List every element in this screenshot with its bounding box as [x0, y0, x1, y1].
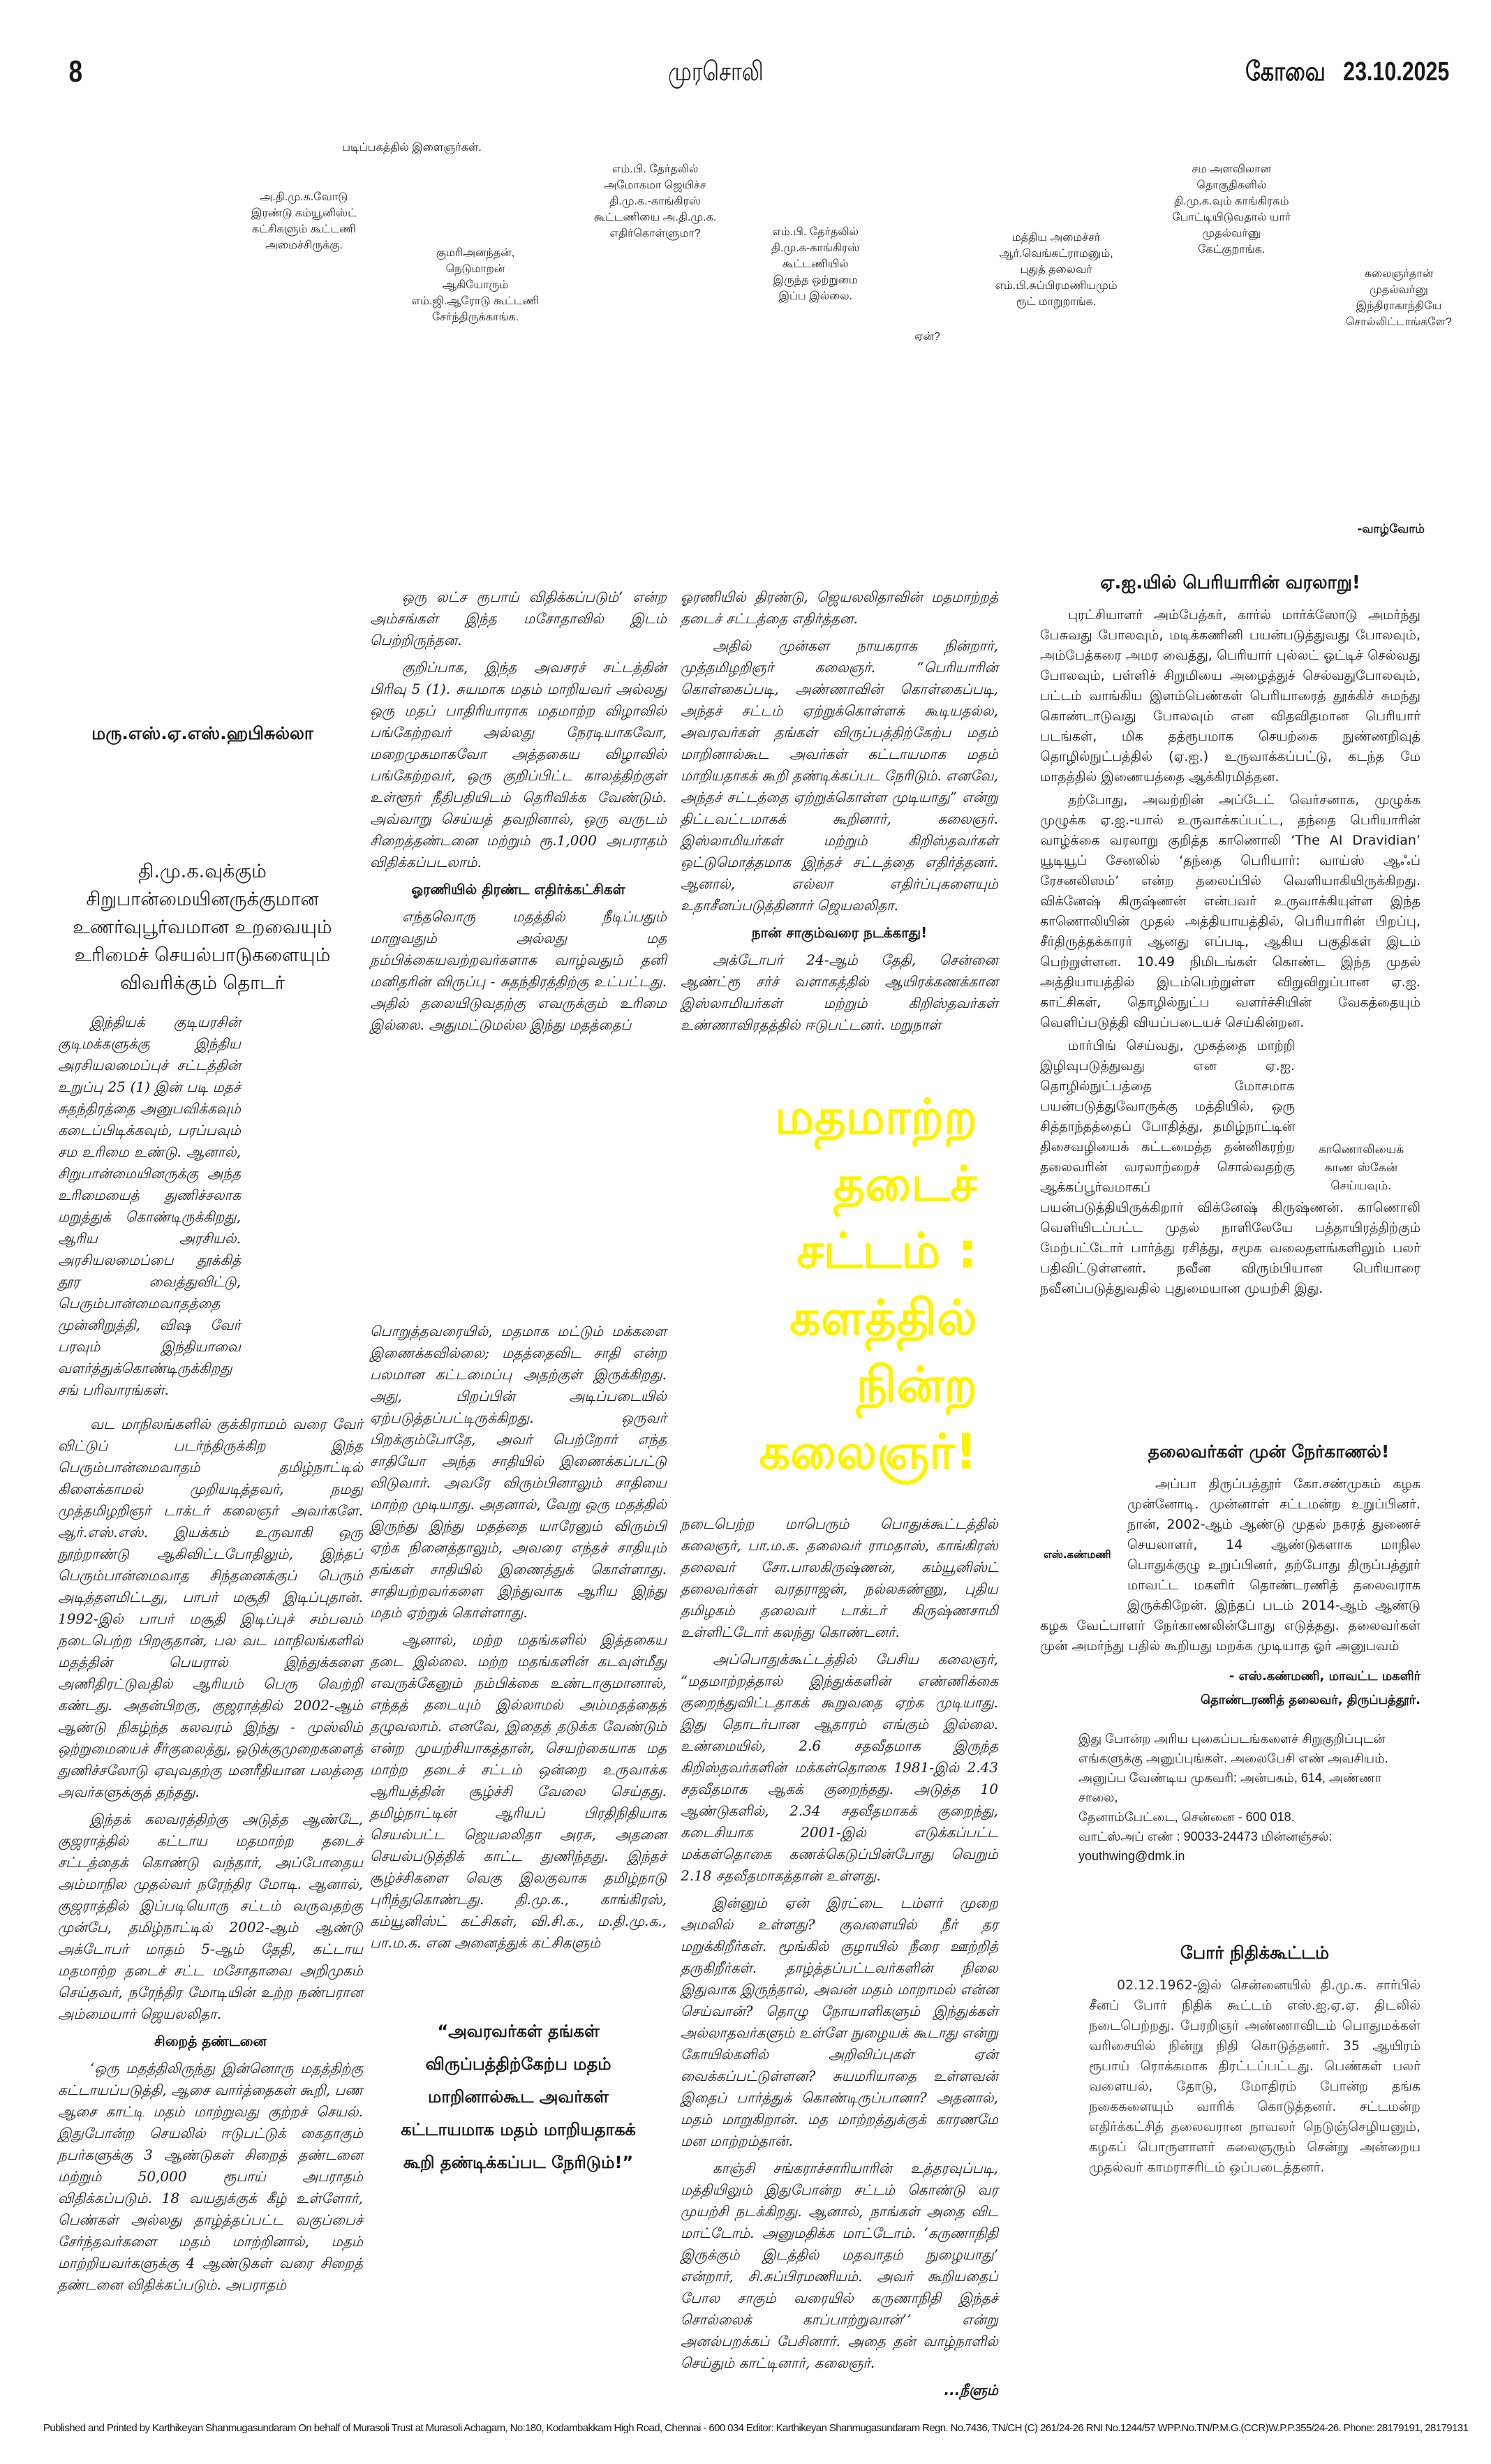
subheading-never: நான் சாகும்வரை நடக்காது! — [751, 924, 928, 941]
ai-article-body: புரட்சியாளர் அம்பேத்கர், கார்ல் மார்க்ஸோ… — [1040, 605, 1420, 1302]
paragraph: இந்தியக் குடியரசின் குடிமக்களுக்கு இந்தி… — [58, 1014, 241, 1398]
masthead: முரசொலி — [668, 57, 764, 87]
paragraph: புரட்சியாளர் அம்பேத்கர், கார்ல் மார்க்ஸோ… — [1040, 607, 1420, 785]
article-column-1-intro: இந்தியக் குடியரசின் குடிமக்களுக்கு இந்தி… — [58, 1011, 241, 1407]
paragraph: நடைபெற்ற மாபெரும் பொதுக்கூட்டத்தில் கலைஞ… — [681, 1515, 998, 1640]
cartoon-signoff: -வாழ்வோம் — [1357, 522, 1425, 536]
paragraph: இன்னும் ஏன் இரட்டை டம்ளர் முறை அமலில் உள… — [681, 1894, 998, 2149]
photo-caption: எஸ்.கண்மணி — [1044, 1548, 1111, 1561]
column-4: ஏ.ஐ.யில் பெரியாரின் வரலாறு! புரட்சியாளர்… — [1040, 572, 1420, 2181]
paragraph: அக்டோபர் 24-ஆம் தேதி, சென்னை ஆண்ட்ரூ சர்… — [681, 951, 998, 1033]
speech-bubble: எம்.பி. தேர்தலில்தி.மு.க-காங்கிரஸ்கூட்டண… — [771, 226, 860, 302]
edition-date: கோவை 23.10.2025 — [1245, 57, 1449, 87]
paragraph: அப்பொதுக்கூட்டத்தில் பேசிய கலைஞர், “மதமா… — [681, 1651, 998, 1884]
speech-bubble: ஏன்? — [914, 331, 940, 343]
interview-photo: எஸ்.கண்மணி — [1040, 1474, 1127, 1596]
speech-bubble: அ.தி.மு.க.வோடுஇரண்டு கம்யூனிஸ்ட்கட்சிகளு… — [251, 191, 357, 251]
qr-caption: காணொலியைக்காண ஸ்கேன்செய்யவும். — [1318, 1143, 1404, 1193]
war-fund-title: போர் நிதிக்கூட்டம் — [1180, 1943, 1330, 1963]
paragraph: ஓரணியில் திரண்டு, ஜெயலலிதாவின் மதமாற்றத்… — [681, 588, 998, 627]
paragraph: பொறுத்தவரையில், மதமாக மட்டும் மக்களை இணை… — [370, 1323, 667, 1621]
page-number: 8 — [68, 54, 83, 89]
article-author: மரு.எஸ்.ஏ.எஸ்.ஹபிசுல்லா — [91, 723, 313, 743]
article-column-3-top: ஓரணியில் திரண்டு, ஜெயலலிதாவின் மதமாற்றத்… — [681, 586, 998, 1041]
article-column-2-bottom: பொறுத்தவரையில், மதமாக மட்டும் மக்களை இணை… — [370, 1321, 667, 1959]
publisher-imprint: Published and Printed by Karthikeyan Sha… — [43, 2422, 1469, 2434]
paragraph: இந்தக் கலவரத்திற்கு அடுத்த ஆண்டே, குஜராத… — [58, 1811, 363, 2022]
qr-code-area: காணொலியைக்காண ஸ்கேன்செய்யவும். — [1302, 1036, 1420, 1195]
article-column-1: வட மாநிலங்களில் குக்கிராமம் வரை வேர் விட… — [58, 1413, 363, 2301]
speech-bubble: கலைஞர்தான்முதல்வர்னுஇந்திராகாந்தியேசொல்ல… — [1345, 268, 1452, 328]
column-2: ஒரு லட்ச ரூபாய் விதிக்கப்படும்’ என்ற அம்… — [370, 572, 667, 2179]
cartoon-bubbles: அ.தி.மு.க.வோடுஇரண்டு கம்யூனிஸ்ட்கட்சிகளு… — [251, 161, 1452, 345]
subheading-opposition: ஓரணியில் திரண்ட எதிர்க்கட்சிகள் — [411, 881, 625, 898]
war-fund-body: 02.12.1962-இல் சென்னையில் தி.மு.க. சார்ப… — [1089, 1975, 1420, 2181]
column-3: ஓரணியில் திரண்டு, ஜெயலலிதாவின் மதமாற்றத்… — [681, 572, 998, 2401]
paragraph: தற்போது, அவற்றின் அப்டேட் வெர்சனாக, முழு… — [1040, 792, 1420, 1030]
interview-signature: - எஸ்.கண்மணி, மாவட்ட மகளிர்தொண்டரணித் தல… — [1200, 1669, 1420, 1707]
speech-bubble: குமரிஅனந்தன்,நெடுமாறன்ஆகியோரும்எம்.ஜி.ஆர… — [411, 247, 540, 323]
submission-note: இது போன்ற அரிய புகைப்படங்களைச் சிறுகுறிப… — [1078, 1732, 1388, 1863]
interview-title: தலைவர்கள் முன் நேர்காணல்! — [1148, 1441, 1390, 1462]
article-photo — [370, 1041, 667, 1321]
paragraph: காஞ்சி சங்கராச்சாரியாரின் உத்தரவுப்படி, … — [681, 2160, 998, 2371]
cartoon: படிப்பகத்தில் இளைஞர்கள். அ.தி.மு.க.வோடுஇ… — [251, 140, 1452, 345]
paragraph: வட மாநிலங்களில் குக்கிராமம் வரை வேர் விட… — [58, 1416, 363, 1800]
paragraph: ஒரு லட்ச ரூபாய் விதிக்கப்படும்’ என்ற அம்… — [370, 588, 667, 648]
paragraph: மார்பிங் செய்வது, முகத்தை மாற்றி இழிவுபட… — [1040, 1038, 1420, 1296]
article-column-2-top: ஒரு லட்ச ரூபாய் விதிக்கப்படும்’ என்ற அம்… — [370, 586, 667, 1041]
interview-body: எஸ்.கண்மணி அப்பா திருப்பத்தூர் கோ.சண்முக… — [1040, 1474, 1420, 1656]
paragraph: 02.12.1962-இல் சென்னையில் தி.மு.க. சார்ப… — [1089, 1977, 1420, 2175]
paragraph: அதில் முன்கள நாயகராக நின்றார், முத்தமிழற… — [681, 637, 998, 914]
subheading-jail: சிறைத் தண்டனை — [154, 2033, 267, 2049]
cartoon-caption: படிப்பகத்தில் இளைஞர்கள். — [342, 142, 482, 154]
ai-article-title: ஏ.ஐ.யில் பெரியாரின் வரலாறு! — [1100, 572, 1360, 593]
speech-bubble: மத்திய அமைச்சர்ஆர்.வெங்கட்ராமனும்,புதுத்… — [995, 232, 1118, 308]
paragraph: அப்பா திருப்பத்தூர் கோ.சண்முகம் கழக முன்… — [1040, 1476, 1420, 1654]
paragraph: குறிப்பாக, இந்த அவசரச் சட்டத்தின் பிரிவு… — [370, 659, 667, 870]
paragraph: ஆனால், மற்ற மதங்களில் இத்தகைய தடை இல்லை.… — [370, 1631, 667, 1951]
column-1: மரு.எஸ்.ஏ.எஸ்.ஹபிசுல்லா தி.மு.க.வுக்கும்… — [42, 572, 363, 2301]
paragraph: எந்தவொரு மதத்தில் நீடிப்பதும் மாறுவதும் … — [370, 908, 667, 1033]
paragraph: ‘ஒரு மதத்திலிருந்து இன்னொரு மதத்திற்கு க… — [58, 2060, 363, 2293]
continued-marker: ...நீளும் — [944, 2382, 999, 2398]
article-column-3-bottom: நடைபெற்ற மாபெரும் பொதுக்கூட்டத்தில் கலைஞ… — [681, 1513, 998, 2401]
pull-quote: “அவரவர்கள் தங்கள்விருப்பத்திற்கேற்ப மதம்… — [401, 2021, 636, 2172]
